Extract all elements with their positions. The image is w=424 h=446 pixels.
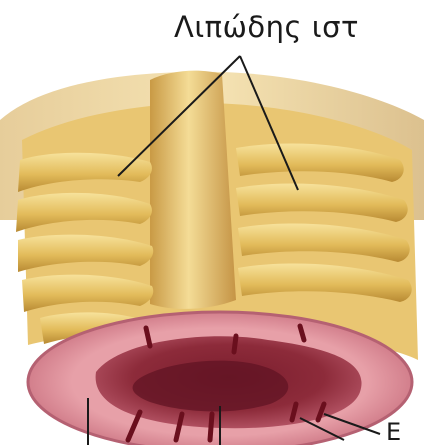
label-fat-tissue: Λιπώδης ιστ: [174, 10, 359, 44]
label-bottom-right: Ε: [386, 418, 401, 446]
mesentery-band: [150, 71, 236, 309]
